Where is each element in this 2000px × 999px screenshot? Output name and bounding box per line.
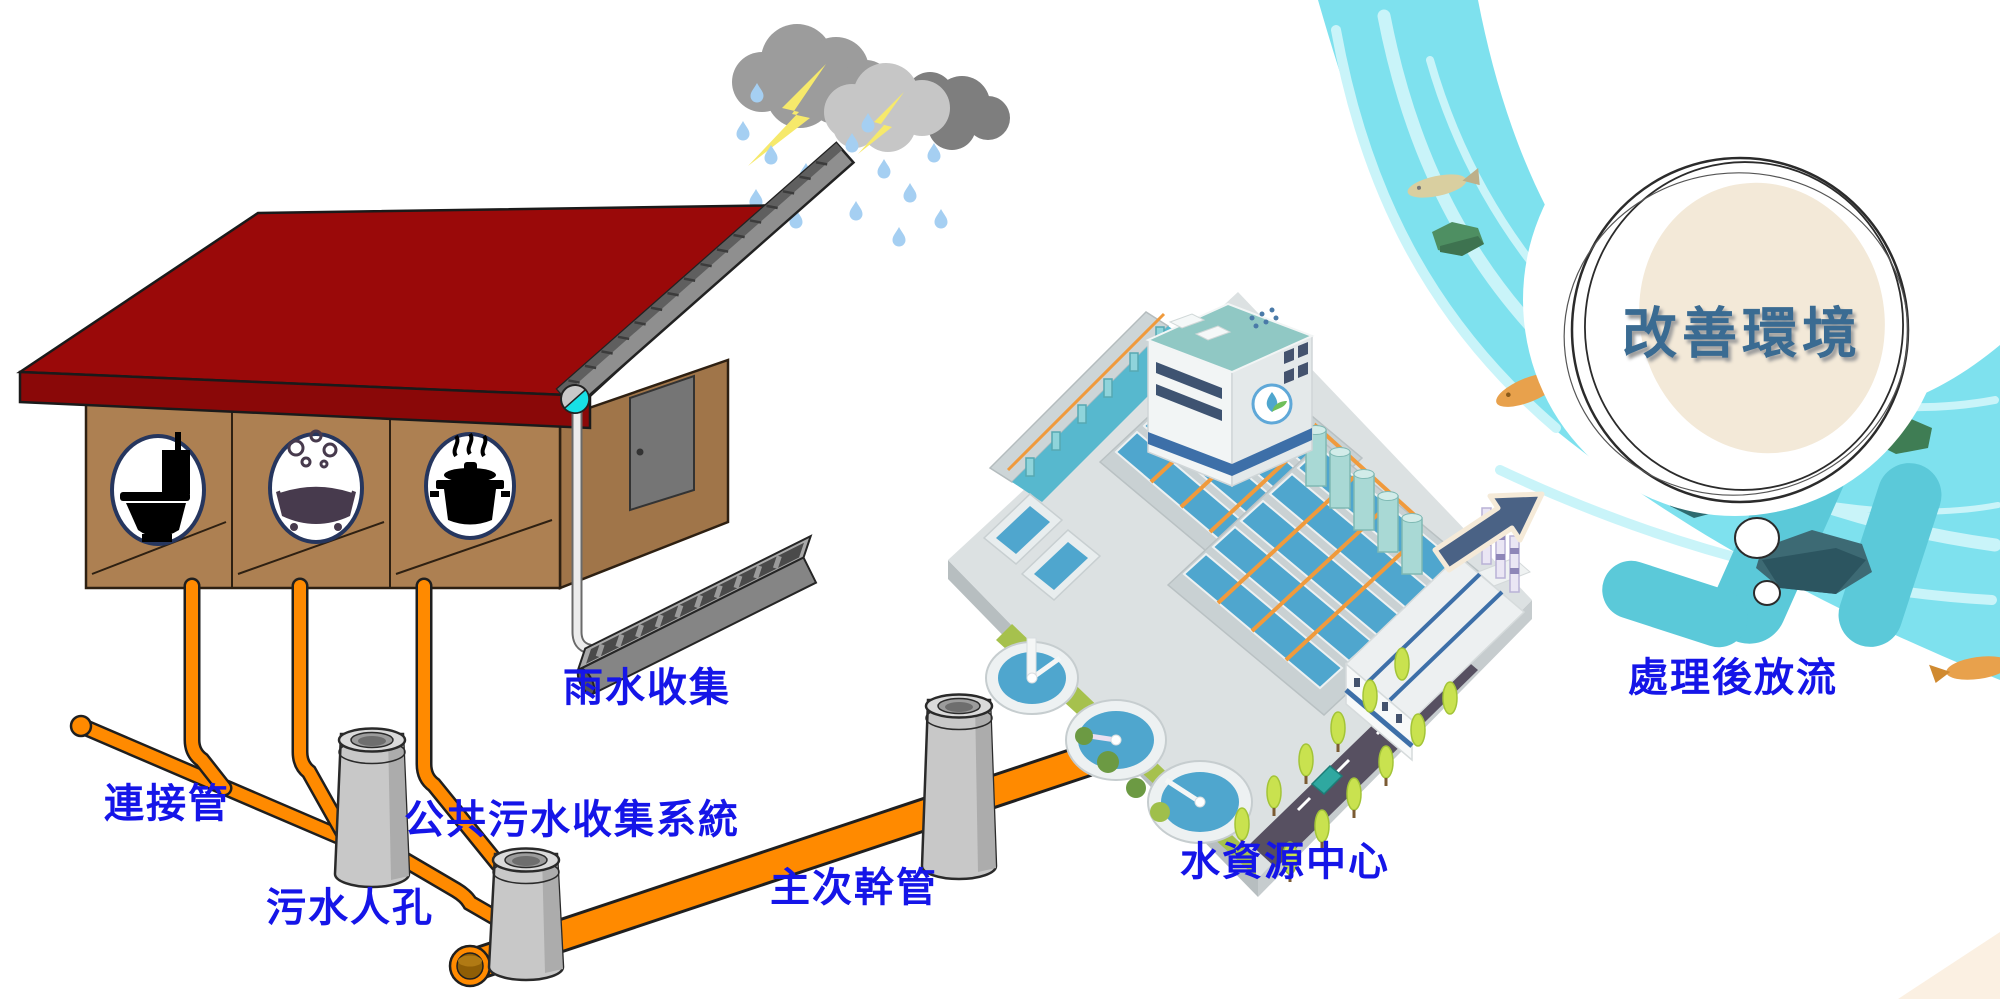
bubble-inner-blob [1639,182,1885,454]
treatment-plant-icon [948,292,1532,897]
fish-icon [1407,168,1480,198]
house-door [629,374,695,512]
toilet-icon [120,432,190,542]
clarifier-tanks [985,637,1253,844]
house-roof-edge [18,370,592,430]
house [16,141,856,697]
label-discharge-after-treatment: 處理後放流 [1628,655,1838,701]
label-main-trunk-pipe: 主次幹管 [770,865,938,911]
wall-panel-lines [91,405,553,588]
pipe-network [69,577,1207,988]
thought-bubble [1523,84,1947,606]
flow-arrow-icon [1432,491,1545,573]
label-water-resource-center: 水資源中心 [1180,839,1390,885]
settling-cells [982,493,1102,601]
rock-facet [1762,548,1866,594]
bubble-trail-circle [1753,580,1781,606]
cooking-pot-icon [430,432,510,525]
lightning-icon [858,92,904,154]
lightning-icon [748,64,826,166]
trees [1075,647,1458,882]
rain-channel-icon [576,534,818,697]
gutter-end-cap [560,384,590,414]
label-connecting-pipe: 連接管 [104,781,230,827]
manhole-icon [487,847,565,982]
manhole-icon [920,693,998,881]
pool-block [1166,439,1480,717]
label-public-sewage-system: 公共污水收集系統 [404,797,740,843]
plant-building [1344,554,1526,762]
car [1310,764,1344,796]
main-trunk-pipe [448,709,1207,988]
label-rain-collection: 雨水收集 [563,665,731,711]
label-sewage-manhole: 污水人孔 [266,885,434,931]
plant-tower [1145,302,1315,488]
connecting-pipes [389,577,507,927]
corner-triangle [1898,932,2000,999]
connecting-pipes [69,577,361,851]
rock-facet [1440,236,1484,256]
label-improve-environment: 改善環境 [1621,301,1863,366]
bathtub-icon [276,429,356,531]
bubble-trail-circle [1734,517,1780,559]
fish-icon [1929,656,2000,684]
door-knob [636,448,644,456]
manhole-icon [333,727,411,889]
